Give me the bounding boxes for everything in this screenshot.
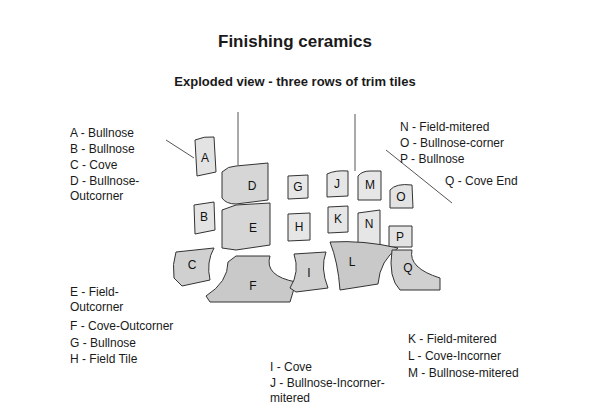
- tile-key-label: A - Bullnose: [70, 126, 134, 141]
- tile-letter: L: [349, 256, 356, 269]
- trim-tile: F: [204, 254, 300, 305]
- tile-key-label: O - Bullnose-corner: [400, 136, 504, 151]
- tile-letter: K: [334, 213, 342, 226]
- tile-key-label: G - Bullnose: [70, 336, 136, 351]
- trim-tile: O: [386, 182, 416, 211]
- tile-letter: E: [249, 222, 257, 235]
- tile-letter: C: [188, 259, 197, 272]
- tile-key-label: F - Cove-Outcorner: [70, 319, 173, 334]
- trim-tile: I: [288, 250, 330, 294]
- tile-key-label: D - Bullnose- Outcorner: [70, 174, 165, 204]
- tile-key-label: E - Field- Outcorner: [70, 285, 140, 315]
- tile-letter: I: [307, 267, 310, 280]
- tile-key-label: M - Bullnose-mitered: [408, 366, 519, 381]
- trim-tile: H: [286, 211, 312, 243]
- tile-key-label: N - Field-mitered: [400, 120, 489, 135]
- tile-letter: M: [365, 179, 375, 192]
- subtitle: Exploded view - three rows of trim tiles: [0, 74, 590, 90]
- trim-tile: A: [192, 135, 218, 177]
- tile-letter: B: [200, 211, 208, 224]
- tile-key-label: Q - Cove End: [445, 174, 518, 189]
- trim-tile: Q: [386, 247, 444, 293]
- tile-shape: [220, 201, 272, 253]
- tile-key-label: J - Bullnose-Incorner- mitered: [270, 376, 405, 406]
- tile-letter: A: [201, 152, 209, 165]
- trim-tile: J: [325, 169, 351, 200]
- trim-tile: K: [326, 204, 352, 236]
- tile-letter: F: [249, 280, 256, 293]
- tile-letter: N: [365, 218, 374, 231]
- tile-letter: J: [334, 178, 340, 191]
- tile-letter: D: [248, 180, 257, 193]
- tile-shape: [220, 160, 270, 208]
- trim-tile: D: [220, 160, 270, 208]
- trim-tile: C: [172, 246, 218, 288]
- tile-key-label: L - Cove-Incorner: [408, 349, 501, 364]
- tile-letter: G: [293, 181, 302, 194]
- tile-key-label: B - Bullnose: [70, 142, 135, 157]
- tile-key-label: H - Field Tile: [70, 352, 137, 367]
- tile-letter: Q: [403, 262, 412, 275]
- trim-tile: G: [286, 173, 310, 201]
- trim-tile: B: [191, 200, 217, 236]
- tile-letter: P: [396, 231, 404, 244]
- tile-key-label: I - Cove: [270, 360, 312, 375]
- title: Finishing ceramics: [0, 32, 590, 52]
- trim-tile: M: [356, 169, 384, 202]
- tile-shape: [326, 239, 400, 293]
- tile-key-label: C - Cove: [70, 158, 117, 173]
- tile-shape: [386, 247, 444, 293]
- trim-tile: L: [326, 239, 400, 293]
- tile-letter: O: [396, 191, 405, 204]
- tile-key-label: K - Field-mitered: [408, 332, 497, 347]
- trim-tile: E: [220, 201, 272, 253]
- tile-letter: H: [295, 221, 304, 234]
- tile-key-label: P - Bullnose: [400, 152, 464, 167]
